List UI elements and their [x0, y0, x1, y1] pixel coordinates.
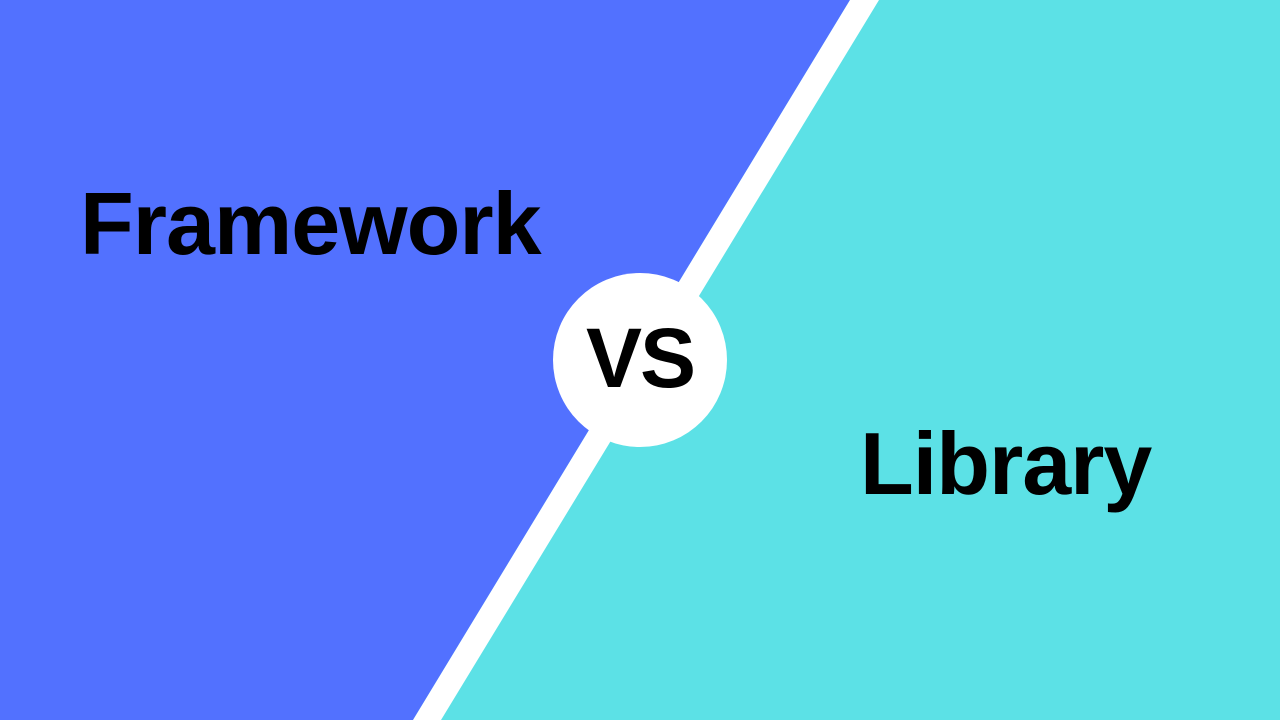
framework-label: Framework — [80, 174, 542, 273]
vs-label: VS — [585, 311, 696, 405]
left-panel — [0, 0, 850, 720]
vs-badge: VS — [553, 273, 727, 447]
library-label: Library — [860, 414, 1152, 513]
